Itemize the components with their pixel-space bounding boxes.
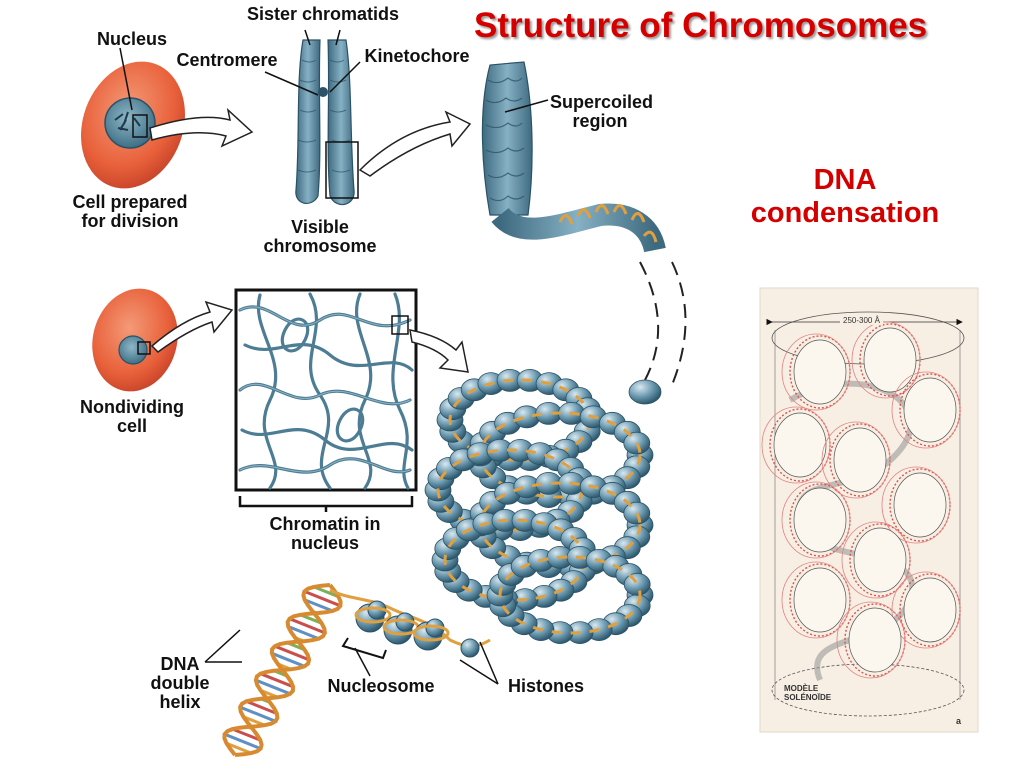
dna-helix-line1: DNA [160,654,200,674]
dna-helix-line2: double [150,673,210,693]
cell-prepared-for-division [81,61,185,189]
dashed-connector [639,261,687,386]
hollow-arrow-1 [149,107,254,148]
chromatin-fiber-coil [424,368,662,644]
supercoiled-region-label: Supercoiled region [550,92,654,131]
supercoiled-line1: Supercoiled [550,92,654,112]
supercoiled-line2: region [572,111,628,131]
hollow-arrow-2 [358,110,472,177]
chromatin-box [234,288,418,512]
solenoid-dimension-label: 250-300 Å [840,316,883,325]
solenoid-model-line2: SOLÉNOÏDE [784,693,832,702]
nucleosome-label: Nucleosome [327,676,435,696]
cell-prepared-line1: Cell prepared [72,192,188,212]
visible-chromosome-line1: Visible [291,217,349,237]
chromatin-line1: Chromatin in [269,514,381,534]
kinetochore-label: Kinetochore [364,46,470,66]
visible-chromosome-label: Visible chromosome [250,218,390,256]
nondividing-cell [92,288,178,392]
dna-condensation-line1: DNA [813,164,877,196]
dna-condensation-line2: condensation [750,197,940,229]
solenoid-model-line1: MODÈLE [784,684,819,693]
cell-prepared-line2: for division [81,211,179,231]
centromere-label: Centromere [176,50,278,70]
solenoid-panel-letter: a [956,716,962,726]
nondividing-cell-label: Nondividing cell [62,398,202,436]
histones-label: Histones [507,676,585,696]
cell-prepared-label: Cell prepared for division [55,193,205,231]
chromatin-line2: nucleus [290,533,360,553]
hollow-arrow-3 [150,300,234,353]
nucleosomes [329,588,491,660]
dna-double-helix-label: DNA double helix [140,655,220,712]
leader-lines [119,29,499,685]
hollow-arrow-4 [409,329,469,373]
nucleus-label: Nucleus [96,29,168,49]
dna-double-helix [222,583,343,757]
solenoid-model-label: MODÈLE SOLÉNOÏDE [784,684,831,702]
slide-title: Structure of Chromosomes [474,6,928,45]
dna-condensation-label: DNA condensation [730,164,960,230]
solenoid-model-panel [759,287,979,733]
dna-helix-line3: helix [159,692,201,712]
nondividing-line1: Nondividing [80,397,184,417]
visible-chromosome-line2: chromosome [263,236,377,256]
chromatin-in-nucleus-label: Chromatin in nucleus [250,515,400,553]
supercoiled-region [481,61,666,253]
sister-chromatids-label: Sister chromatids [246,4,400,24]
visible-chromosome [295,39,359,206]
nondividing-line2: cell [116,416,148,436]
